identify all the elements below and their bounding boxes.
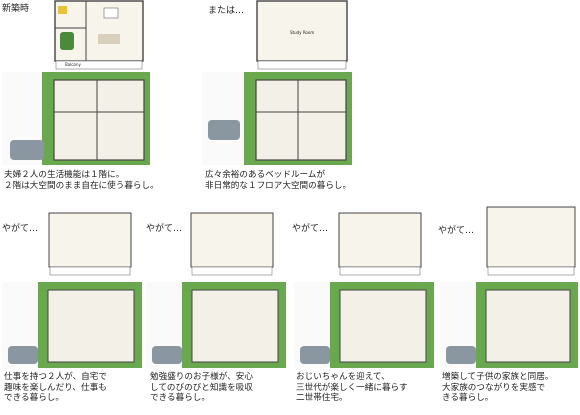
floorplan-alt-2f	[256, 0, 348, 70]
caption-5: おじいちゃんを迎えて、三世代が楽しく一緒に暮らす二世帯住宅。	[296, 372, 408, 403]
label-later-2: やがて…	[146, 224, 183, 234]
caption-3: 仕事を持つ２人が、自宅で趣味を楽しんだり、仕事もできる暮らし。	[4, 372, 107, 403]
caption-2: 広々余裕のあるベッドルームが非日常的な１フロア大空間の暮らし。	[205, 170, 352, 191]
caption-1: 夫婦２人の生活機能は１階に。２階は大空間のまま自在に使う暮らし。	[4, 170, 159, 191]
floorplan-6-2f	[486, 206, 576, 276]
label-later-3: やがて…	[292, 224, 329, 234]
siteplan-6	[440, 282, 578, 368]
room-label-study-room: Study Room	[290, 30, 315, 35]
label-new-build: 新築時	[2, 4, 30, 14]
siteplan-4	[146, 282, 286, 368]
floorplan-new-2f	[54, 0, 144, 70]
caption-6: 増築して子供の家族と同居。大家族のつながりを実感できる暮らし。	[442, 372, 554, 403]
floorplan-3-2f	[48, 212, 132, 276]
siteplan-2	[202, 72, 352, 165]
label-alternative: または…	[208, 6, 245, 16]
caption-4: 勉強盛りのお子様が、安心してのびのびと知識を吸収できる暮らし。	[150, 372, 253, 403]
room-label-balcony-new: Balcony	[65, 62, 81, 67]
siteplan-1	[2, 72, 150, 165]
siteplan-5	[294, 282, 434, 368]
label-later-1: やがて…	[2, 224, 39, 234]
floorplan-4-2f	[190, 212, 274, 276]
siteplan-3	[2, 282, 142, 368]
label-later-4: やがて…	[438, 226, 475, 236]
floorplan-5-2f	[338, 212, 422, 276]
